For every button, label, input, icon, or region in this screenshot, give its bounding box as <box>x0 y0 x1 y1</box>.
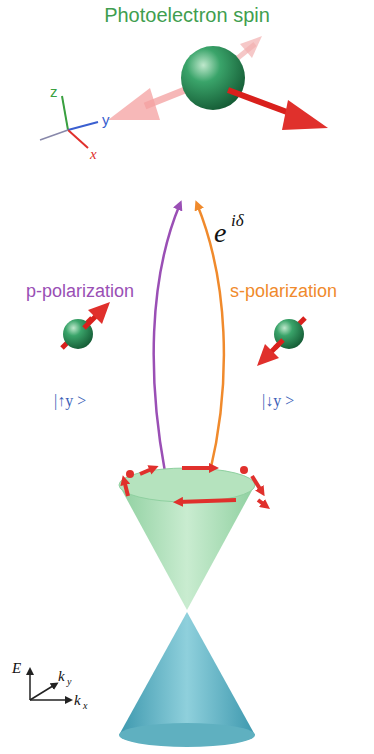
axis-label: E <box>12 660 21 677</box>
axis-label: k <box>74 692 81 709</box>
figure-title: Photoelectron spin <box>0 4 374 27</box>
polarization-label: s-polarization <box>230 282 337 302</box>
axis-label: x <box>90 146 97 163</box>
axis-label: k <box>58 668 65 685</box>
polarization-label: p-polarization <box>26 282 134 302</box>
spin-state: |↑y > <box>54 392 86 410</box>
phase-factor: e <box>214 218 226 249</box>
axis-label: z <box>50 84 58 101</box>
axis-subscript: y <box>67 676 71 687</box>
axis-subscript: x <box>83 700 87 711</box>
axis-label: y <box>102 112 110 129</box>
spin-state: |↓y > <box>262 392 294 410</box>
phase-exponent: iδ <box>231 212 244 231</box>
